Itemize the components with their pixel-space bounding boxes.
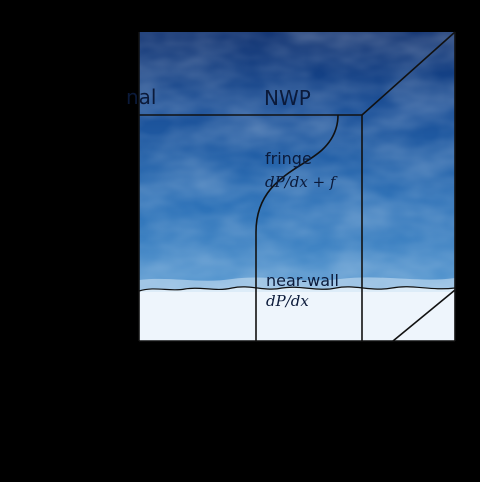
- near-wall-region: [139, 286, 455, 341]
- domain-box-lines: [138, 31, 456, 342]
- fringe-label: fringe: [265, 149, 312, 168]
- near-wall-equation: dP/dx: [266, 292, 309, 310]
- nwp-boundary-curve: [255, 114, 339, 233]
- nwp-label: NWP: [264, 86, 311, 110]
- flow-field: [139, 32, 455, 341]
- depth-edge-top: [361, 31, 456, 116]
- interface-wave: [138, 286, 456, 292]
- depth-edge-bottom: [392, 289, 456, 342]
- near-wall-label: near-wall: [266, 271, 339, 290]
- left-partial-label: nal: [126, 85, 157, 109]
- fringe-equation: dP/dx + f: [265, 173, 338, 191]
